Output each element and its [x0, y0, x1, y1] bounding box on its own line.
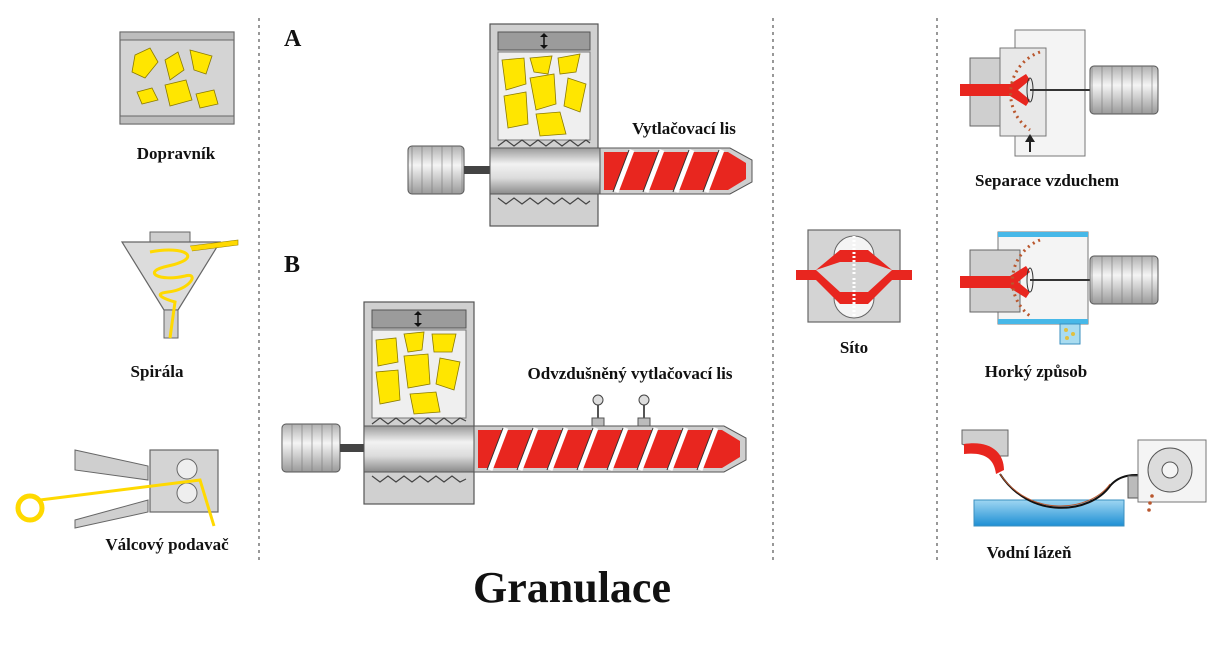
roller-feeder-illustration	[15, 449, 219, 529]
label-spiral: Spirála	[131, 362, 184, 381]
water-bath-illustration	[961, 429, 1207, 527]
label-air-separation: Separace vzduchem	[975, 171, 1119, 190]
label-vented-extruder: Odvzdušněný vytlačovací lis	[528, 364, 733, 383]
screen-changer-illustration	[796, 229, 912, 323]
label-section-b: B	[284, 252, 300, 278]
spiral-feeder-illustration	[120, 231, 239, 339]
label-roller-feeder: Válcový podavač	[105, 535, 229, 554]
label-extruder: Vytlačovací lis	[632, 119, 736, 138]
label-water-bath: Vodní lázeň	[987, 543, 1072, 562]
label-conveyor: Dopravník	[137, 144, 216, 163]
diagram-title: Granulace	[473, 563, 671, 612]
label-section-a: A	[284, 26, 302, 52]
label-screen: Síto	[840, 338, 868, 357]
label-hot-method: Horký způsob	[985, 362, 1088, 381]
air-separation-illustration	[960, 29, 1159, 157]
vented-extruder-b	[281, 301, 747, 505]
hot-method-illustration	[960, 231, 1159, 345]
conveyor-illustration	[119, 31, 235, 125]
extruder-a	[407, 23, 753, 227]
